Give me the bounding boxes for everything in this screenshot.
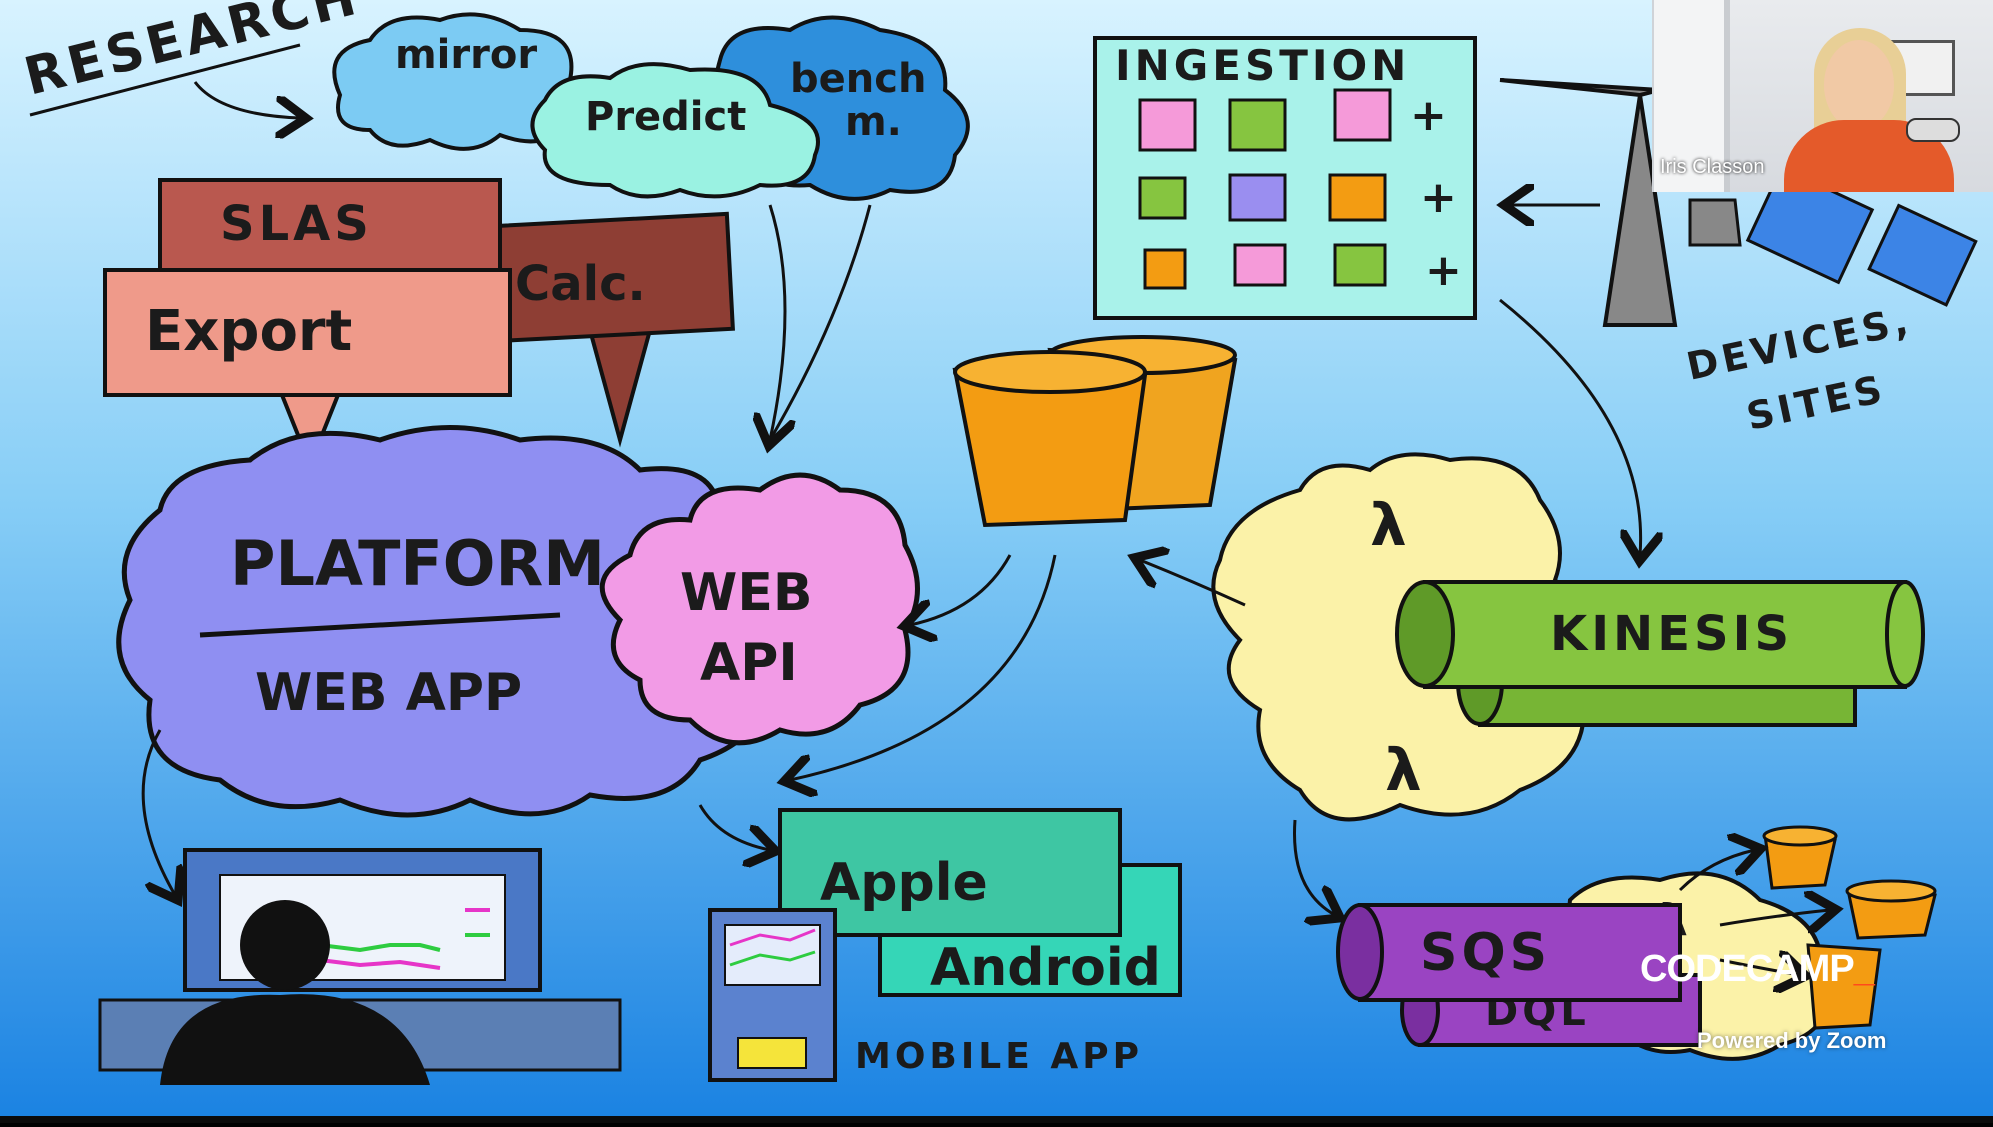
mobile-apps: Android Apple MOBILE APP (708, 808, 1182, 1082)
ingestion-panel: INGESTION + + + (1093, 36, 1477, 320)
svg-text:Android: Android (930, 938, 1161, 998)
powered-by-zoom-label: Powered by Zoom (1697, 1028, 1887, 1053)
output-buckets (1678, 825, 1937, 1030)
svg-text:Export: Export (145, 299, 352, 364)
svg-text:INGESTION: INGESTION (1115, 41, 1410, 90)
svg-text:SLAS: SLAS (220, 196, 373, 252)
svg-text:+: + (1420, 172, 1457, 223)
codecamp-logo-text: CODECAMP (1640, 948, 1855, 990)
svg-text:λ: λ (1370, 491, 1407, 559)
participant-video-tile[interactable]: Iris Classon (1652, 0, 1993, 192)
svg-text:SQS: SQS (1420, 923, 1551, 983)
codecamp-logo-dash: _ (1853, 948, 1875, 990)
svg-text:PLATFORM: PLATFORM (230, 527, 605, 600)
calc-box: Calc. (490, 211, 735, 448)
svg-text:WEB: WEB (680, 563, 813, 623)
svg-text:+: + (1425, 245, 1462, 296)
slas-box: SLAS (158, 178, 502, 282)
svg-text:API: API (700, 633, 798, 693)
export-box: Export (103, 268, 512, 471)
desktop-monitor (98, 848, 622, 1085)
svg-text:+: + (1410, 90, 1447, 141)
participant-name-label: Iris Classon (1660, 156, 1765, 178)
svg-text:mirror: mirror (395, 32, 537, 78)
svg-text:Apple: Apple (820, 853, 988, 913)
svg-text:KINESIS: KINESIS (1550, 606, 1793, 662)
svg-text:bench: bench (790, 56, 926, 102)
storage-buckets (952, 335, 1238, 528)
svg-text:WEB APP: WEB APP (255, 663, 522, 723)
screen-bottom-edge (0, 1116, 1993, 1123)
codecamp-logo: CODECAMP_ (1640, 948, 1875, 991)
cloud-predict: Predict (530, 62, 820, 199)
web-api-cloud: WEB API (599, 472, 920, 746)
svg-text:Calc.: Calc. (515, 256, 646, 312)
platform-cloud: PLATFORM WEB APP (116, 425, 772, 818)
svg-text:Predict: Predict (585, 94, 746, 140)
svg-text:MOBILE APP: MOBILE APP (855, 1036, 1143, 1077)
svg-text:λ: λ (1385, 736, 1422, 804)
video-background-window (1654, 0, 1730, 192)
svg-text:m.: m. (845, 99, 902, 145)
participant-face (1824, 40, 1894, 130)
kinesis-stream: KINESIS (1395, 580, 1925, 727)
microphone (1906, 118, 1960, 142)
